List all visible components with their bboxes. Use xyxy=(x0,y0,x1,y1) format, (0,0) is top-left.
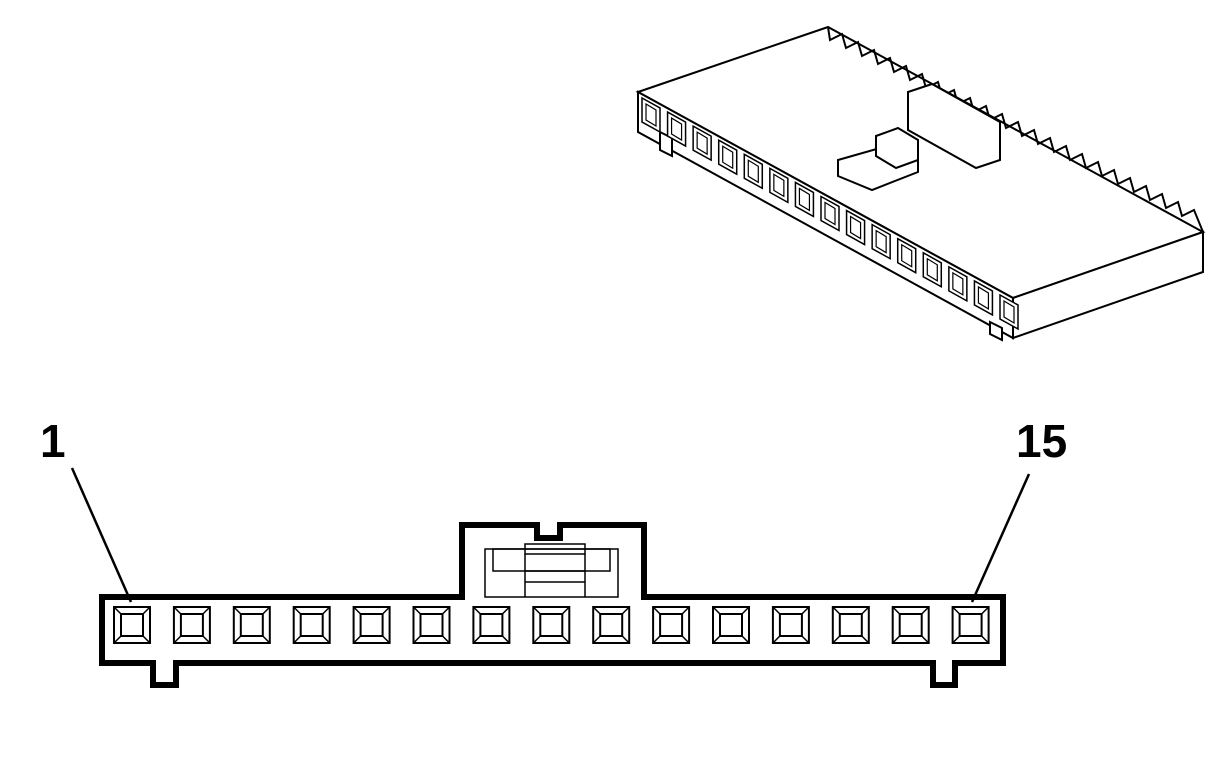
connector-isometric-view xyxy=(635,25,1206,342)
iso-pin-cavity xyxy=(743,153,764,190)
pin-cavity xyxy=(652,606,691,644)
iso-back-ridge xyxy=(827,26,1204,233)
iso-cavity-row xyxy=(641,96,1019,331)
iso-latch-tab xyxy=(875,126,919,170)
pin-cavity xyxy=(712,606,750,644)
pin-cavity xyxy=(292,606,331,644)
pin-cavity xyxy=(771,606,810,644)
iso-pin-cavity xyxy=(896,237,917,274)
pin-cavity xyxy=(951,606,990,644)
pin-cavity xyxy=(232,606,271,644)
pin-cavity xyxy=(831,606,870,644)
iso-latch-block xyxy=(907,82,1001,170)
iso-pin-cavity xyxy=(999,293,1019,331)
pin-cavity xyxy=(891,606,930,644)
iso-pin-cavity xyxy=(794,181,815,218)
leader-line-pin-15 xyxy=(970,473,1031,603)
pin-15-label: 15 xyxy=(1016,415,1068,467)
iso-pin-cavity xyxy=(948,265,968,303)
iso-pin-cavity xyxy=(692,124,712,162)
iso-pin-cavity xyxy=(845,209,866,246)
iso-pin-cavity xyxy=(871,223,891,260)
pin-cavity xyxy=(172,606,211,644)
pin-1-label: 1 xyxy=(40,415,66,467)
iso-foot-right xyxy=(989,320,1003,342)
pin-cavity xyxy=(113,606,151,644)
leader-line-pin-1 xyxy=(70,467,133,603)
iso-pin-cavity xyxy=(717,138,738,176)
iso-pin-cavity xyxy=(641,96,661,134)
pin-cavity xyxy=(352,606,391,644)
pin-cavity-row xyxy=(113,606,990,644)
pin-cavity xyxy=(592,606,631,644)
pin-cavity xyxy=(532,606,571,644)
pin-cavity xyxy=(472,606,511,644)
connector-face-view xyxy=(99,522,1006,688)
connector-body-outline xyxy=(99,522,1006,688)
iso-pin-cavity xyxy=(922,251,943,289)
pin-cavity xyxy=(412,606,451,644)
iso-pin-cavity xyxy=(820,195,840,232)
iso-pin-cavity xyxy=(769,167,789,204)
latch-detail xyxy=(484,543,619,598)
iso-pin-cavity xyxy=(973,279,994,317)
iso-pin-cavity xyxy=(666,110,687,148)
